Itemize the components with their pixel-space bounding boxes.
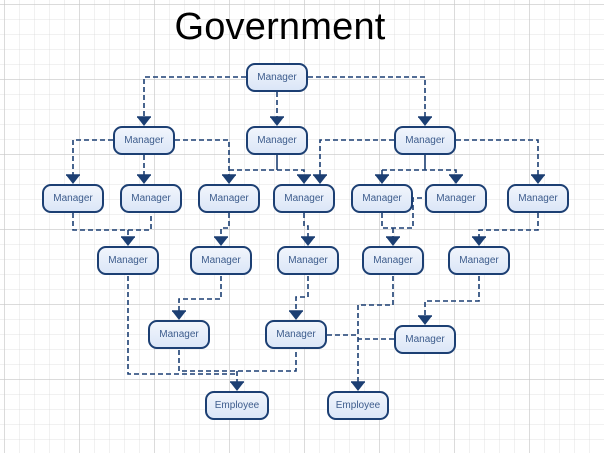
- node-manager-level3[interactable]: Manager: [507, 184, 569, 213]
- node-manager-level3[interactable]: Manager: [273, 184, 335, 213]
- node-manager-level5[interactable]: Manager: [394, 325, 456, 354]
- arrowhead-icon: [214, 237, 228, 246]
- arrowhead-icon: [270, 117, 284, 126]
- arrowhead-icon: [66, 175, 80, 184]
- edge-m2c-m3d: [319, 139, 394, 176]
- node-manager-level5[interactable]: Manager: [265, 320, 327, 349]
- edge-group: [66, 76, 545, 391]
- arrowhead-icon: [531, 175, 545, 184]
- node-manager-level1[interactable]: Manager: [246, 63, 308, 92]
- node-manager-level4[interactable]: Manager: [362, 246, 424, 275]
- edge-m3f-m4d-loop: [381, 197, 425, 229]
- arrowhead-icon: [230, 382, 244, 391]
- edge-m1-m2c: [308, 76, 426, 118]
- edge-m2c-m3g: [456, 139, 539, 176]
- arrowhead-icon: [121, 237, 135, 246]
- node-manager-level3[interactable]: Manager: [425, 184, 487, 213]
- arrowhead-icon: [222, 175, 236, 184]
- node-manager-level4[interactable]: Manager: [97, 246, 159, 275]
- node-employee[interactable]: Employee: [205, 391, 269, 420]
- arrowhead-icon: [351, 382, 365, 391]
- node-manager-level2[interactable]: Manager: [394, 126, 456, 155]
- node-employee[interactable]: Employee: [327, 391, 389, 420]
- diagram-title: Government: [174, 6, 386, 48]
- arrowhead-icon: [137, 117, 151, 126]
- node-manager-level4[interactable]: Manager: [277, 246, 339, 275]
- node-manager-level3[interactable]: Manager: [198, 184, 260, 213]
- edge-m3d-m4c: [303, 213, 309, 238]
- node-manager-level3[interactable]: Manager: [42, 184, 104, 213]
- arrowhead-icon: [313, 175, 327, 184]
- node-manager-level4[interactable]: Manager: [190, 246, 252, 275]
- edge-m4e-m5c: [424, 276, 480, 317]
- edge-m1-m2a: [143, 76, 246, 118]
- arrowhead-icon: [301, 237, 315, 246]
- arrowhead-icon: [375, 175, 389, 184]
- node-manager-level3[interactable]: Manager: [351, 184, 413, 213]
- node-manager-level3[interactable]: Manager: [120, 184, 182, 213]
- edge-m3g-m4e: [478, 213, 539, 238]
- edge-m3c-m4b: [220, 213, 230, 238]
- edge-m4b-m5a: [178, 276, 222, 312]
- edge-m4c-m5b: [295, 276, 309, 312]
- edge-m3a-m3b-bus: [72, 213, 152, 231]
- edge-m5a-m5b-bus: [178, 350, 297, 372]
- arrowhead-icon: [172, 311, 186, 320]
- arrowhead-icon: [418, 117, 432, 126]
- node-manager-level2[interactable]: Manager: [113, 126, 175, 155]
- edge-m2b-m3c-m3d: [229, 169, 305, 176]
- edge-m2a-m3a: [72, 139, 113, 176]
- arrowhead-icon: [386, 237, 400, 246]
- arrowhead-icon: [472, 237, 486, 246]
- edge-m4a-e1: [127, 276, 237, 375]
- arrowhead-icon: [297, 175, 311, 184]
- edge-m2a-m3c: [175, 139, 230, 176]
- arrowhead-icon: [289, 311, 303, 320]
- node-manager-level4[interactable]: Manager: [448, 246, 510, 275]
- node-manager-level2[interactable]: Manager: [246, 126, 308, 155]
- node-manager-level5[interactable]: Manager: [148, 320, 210, 349]
- arrowhead-icon: [449, 175, 463, 184]
- edge-m4d-e2: [357, 276, 394, 383]
- arrowhead-icon: [137, 175, 151, 184]
- arrowhead-icon: [418, 316, 432, 325]
- edge-m2c-m3e-m3f-bus: [382, 169, 457, 176]
